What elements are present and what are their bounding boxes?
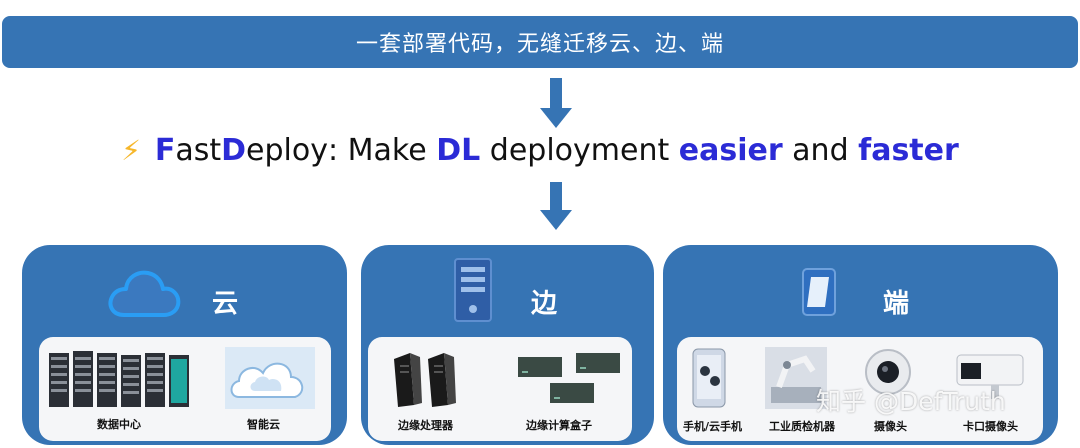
top-banner: 一套部署代码，无缝迁移云、边、端 — [2, 16, 1078, 68]
item-label: 摄像头 — [874, 420, 907, 433]
brand-letter-f: F — [154, 132, 176, 168]
tagline-dl: DL — [436, 132, 481, 168]
item-label: 手机/云手机 — [683, 420, 743, 433]
tablet-icon — [802, 268, 836, 316]
tagline-make: : Make — [328, 132, 437, 168]
down-arrow-icon — [540, 78, 572, 128]
down-arrow-icon — [540, 182, 572, 230]
banner-text: 一套部署代码，无缝迁移云、边、端 — [355, 32, 724, 57]
device-title: 端 — [883, 289, 910, 319]
checkpoint-camera-image — [956, 354, 1024, 399]
edge-processor-image — [394, 353, 456, 407]
edge-box-image — [518, 353, 620, 403]
edge-items: 边缘处理器 边缘计算盒子 — [368, 337, 632, 441]
server-rack-image — [49, 351, 189, 407]
device-panel: 端 手机/云手机 工业质检机器 摄像头 卡口摄像头 — [663, 245, 1058, 445]
tagline-faster: faster — [858, 132, 959, 168]
cloud-title: 云 — [212, 289, 239, 319]
server-icon — [454, 258, 492, 322]
brand-part-eploy: eploy — [246, 132, 328, 168]
tagline-and: and — [782, 132, 859, 168]
item-label: 数据中心 — [97, 418, 141, 431]
item-label: 卡口摄像头 — [963, 420, 1018, 433]
item-label: 边缘处理器 — [398, 419, 453, 432]
item-label: 工业质检机器 — [769, 420, 835, 433]
edge-panel: 边 边缘处理器 边缘计算盒子 — [361, 245, 654, 445]
item-label: 智能云 — [247, 418, 280, 431]
edge-title: 边 — [531, 289, 558, 319]
lightning-icon: ⚡ — [121, 133, 141, 167]
cloud-items: 数据中心 智能云 — [39, 337, 331, 441]
device-items: 手机/云手机 工业质检机器 摄像头 卡口摄像头 — [677, 337, 1043, 441]
tagline-deployment: deployment — [480, 132, 679, 168]
tagline-easier: easier — [678, 132, 783, 168]
item-label: 边缘计算盒子 — [526, 419, 592, 432]
brand-part-ast: ast — [175, 132, 222, 168]
brand-letter-d: D — [221, 132, 247, 168]
camera-image — [865, 349, 911, 395]
smart-cloud-image — [225, 347, 315, 409]
cloud-icon — [108, 270, 181, 317]
industrial-robot-image — [765, 347, 827, 409]
phone-image — [692, 348, 726, 408]
cloud-panel: 云 数据中心 智能云 — [22, 245, 347, 445]
watermark: 知乎 @DefTruth — [816, 387, 1006, 416]
